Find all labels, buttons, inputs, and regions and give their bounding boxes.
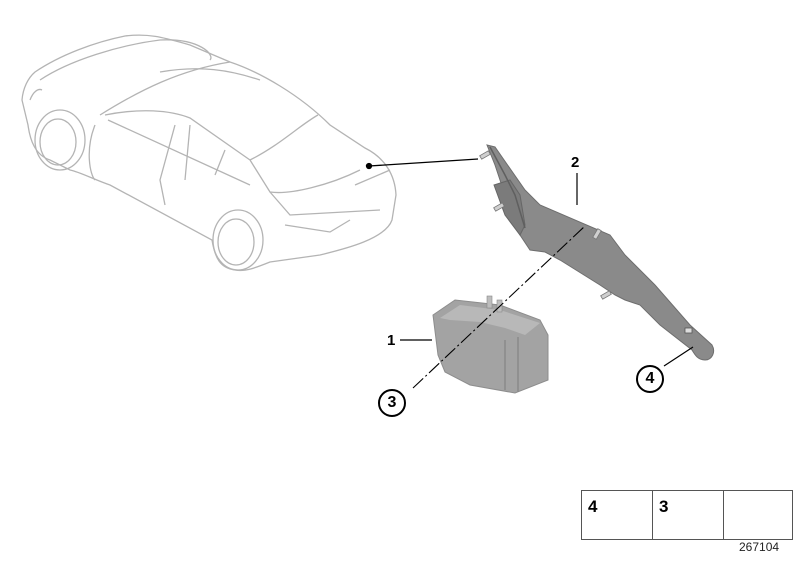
callout-2: 2: [571, 154, 580, 171]
hardware-legend: 4 3: [581, 490, 793, 540]
car-outline-icon: [21, 34, 397, 272]
callout-4: 4: [636, 365, 664, 393]
control-unit-part-icon: [432, 295, 549, 394]
bracket-part-icon: [479, 144, 715, 361]
legend-number: 3: [659, 497, 669, 516]
callout-4-leader: [663, 346, 694, 367]
legend-cell-nut: 3: [653, 491, 724, 539]
legend-number: 4: [588, 497, 598, 516]
callout-1: 1: [387, 332, 396, 349]
legend-cell-screw: 4: [582, 491, 653, 539]
car-leader-line: [365, 158, 479, 170]
legend-cell-symbol: [724, 491, 792, 539]
diagram-id: 267104: [739, 540, 780, 554]
mounting-axis-line: [412, 225, 586, 389]
callout-3: 3: [378, 389, 406, 417]
